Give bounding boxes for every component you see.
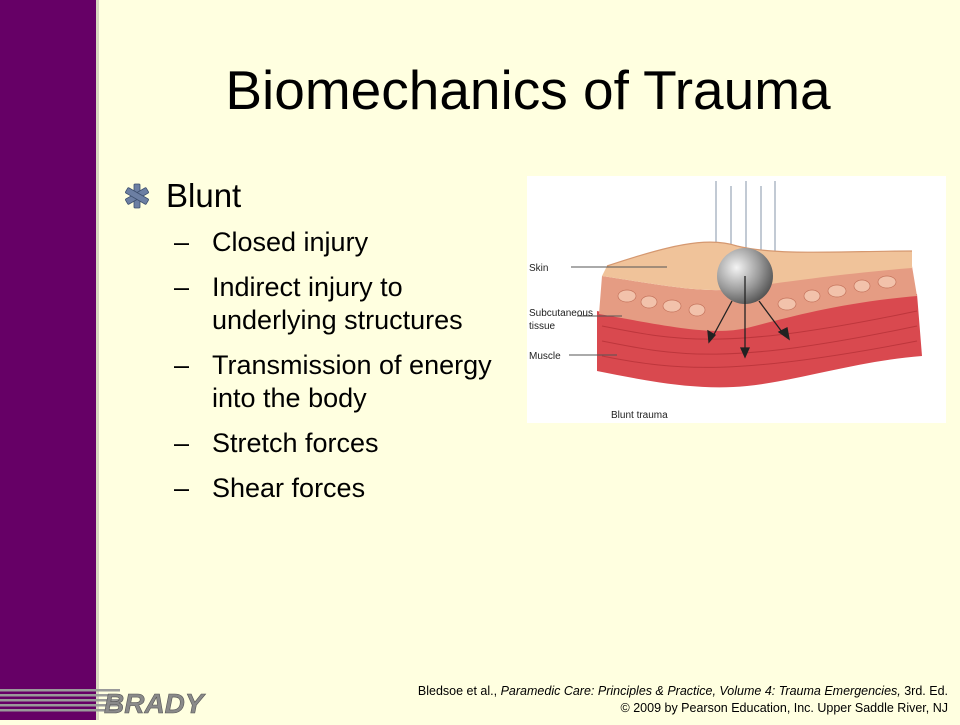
citation-author: Bledsoe et al., [417,684,501,698]
blunt-trauma-figure: Skin Subcutaneous tissue Muscle Blunt tr… [527,176,946,423]
label-subcutaneous: Subcutaneous [529,308,593,319]
sub-bullet-item: –Stretch forces [174,427,522,460]
label-tissue: tissue [529,321,556,332]
label-skin: Skin [529,263,548,274]
sub-bullet-text: Closed injury [212,227,369,257]
star-of-life-bullet-icon [125,183,149,209]
force-arrows [707,276,790,359]
sub-bullet-item: –Indirect injury to underlying structure… [174,271,522,337]
sub-bullet-dash: – [174,227,190,257]
brady-logo-image: BRADY [0,688,206,719]
brady-logo: BRADY [0,684,225,720]
main-bullet-text: Blunt [166,177,242,214]
sub-bullet-dash: – [174,473,190,503]
sub-bullet-text: Transmission of energy into the body [212,350,492,413]
citation-line: Bledsoe et al., Paramedic Care: Principl… [418,683,948,700]
bullet-list: Blunt –Closed injury–Indirect injury to … [122,172,522,517]
citation-book-title: Paramedic Care: Principles & Practice, V… [500,684,901,698]
sidebar-band [0,0,96,720]
citation-footer: Bledsoe et al., Paramedic Care: Principl… [418,683,948,717]
sub-bullet-item: –Transmission of energy into the body [174,349,522,415]
sub-bullet-dash: – [174,272,190,302]
sub-bullet-dash: – [174,428,190,458]
citation-edition: 3rd. Ed. [900,684,948,698]
label-leaders [569,266,667,356]
figure-caption: Blunt trauma [611,410,668,421]
sub-bullet-text: Stretch forces [212,428,379,458]
brady-logo-text: BRADY [104,688,206,719]
main-bullet: Blunt [122,172,522,220]
sidebar-edge [96,0,99,720]
sub-bullet-text: Indirect injury to underlying structures [212,272,463,335]
copyright-line: © 2009 by Pearson Education, Inc. Upper … [620,701,948,715]
slide-title: Biomechanics of Trauma [225,59,831,121]
sub-bullet-text: Shear forces [212,473,366,503]
sub-bullet-dash: – [174,350,190,380]
sub-bullet-list: –Closed injury–Indirect injury to underl… [174,226,522,505]
muscle-layer [597,294,922,388]
sub-bullet-item: –Closed injury [174,226,522,259]
label-muscle: Muscle [529,351,561,362]
sub-bullet-item: –Shear forces [174,472,522,505]
